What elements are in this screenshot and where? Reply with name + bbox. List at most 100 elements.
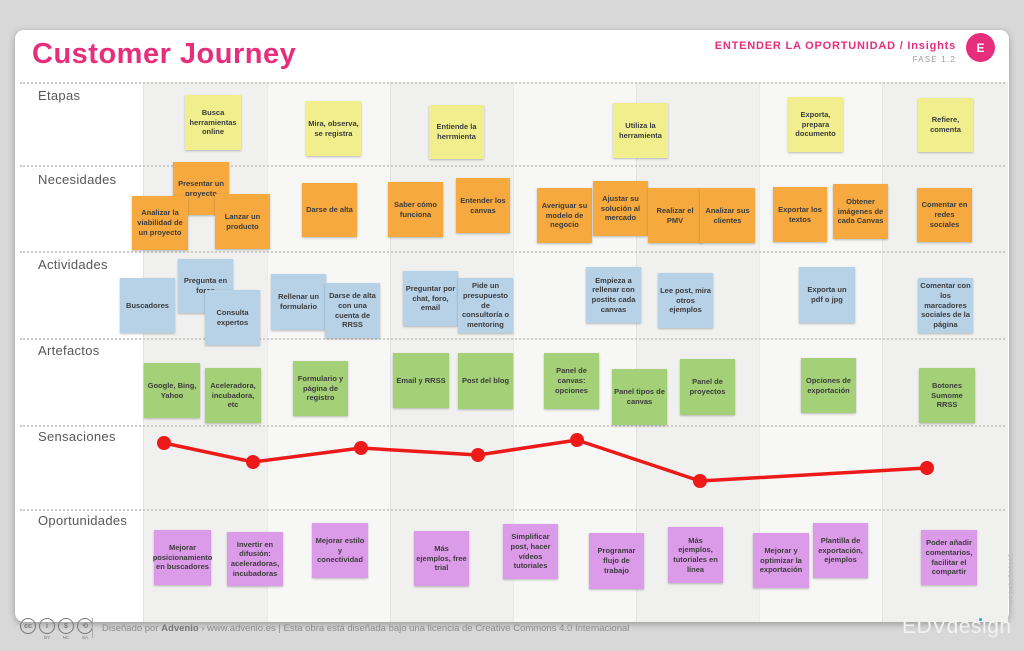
sticky-note[interactable]: Formulario y página de registro (293, 361, 348, 416)
sticky-note-text: Entiende la herrmienta (436, 122, 477, 141)
sticky-note[interactable]: Lee post, mira otros ejemplos (658, 273, 713, 328)
row-divider (20, 165, 1005, 167)
sticky-note-text: Realizar el PMV (656, 205, 694, 225)
sticky-note[interactable]: Entender los canvas (456, 178, 510, 233)
cc-sa-label: SA (81, 635, 88, 640)
edvdesign-logo-text: EDVdesign (902, 615, 1012, 638)
cc-nc-label: NC (62, 635, 70, 640)
sticky-note[interactable]: Email y RRSS (393, 353, 449, 408)
row-divider (20, 509, 1005, 511)
sticky-note-text: Poder añadir comentarios, facilitar el c… (925, 538, 973, 577)
sticky-note[interactable]: Rellenar un formulario (271, 274, 326, 330)
sticky-note[interactable]: Ajustar su solución al mercado (593, 181, 648, 236)
sticky-note-text: Busca herramientas online (189, 107, 237, 137)
sticky-note[interactable]: Averiguar su modelo de negocio (537, 188, 592, 243)
sticky-note-text: Comentar en redes sociales (921, 200, 968, 229)
sticky-note[interactable]: Post del blog (458, 353, 513, 409)
sticky-note[interactable]: Mejorar y optimizar la exportación (753, 533, 809, 588)
sticky-note-text: Panel de canvas: opciones (555, 366, 588, 395)
phase-text: ENTENDER LA OPORTUNIDAD / (714, 40, 904, 52)
sticky-note-text: Panel de proyectos (689, 377, 726, 396)
sticky-note[interactable]: Obtener imágenes de cada Canvas (833, 184, 888, 239)
sticky-note[interactable]: Exporta, prepara documento (788, 97, 843, 152)
logo-blue-dot-icon (979, 618, 982, 621)
sticky-note-text: Más ejemplos, tutoriales en línea (673, 535, 718, 574)
sticky-note[interactable]: Darse de alta (302, 183, 357, 237)
footer: cc i BY $ NC ⟲ SA Diseñado por Advenio ›… (0, 612, 1024, 651)
sticky-note[interactable]: Programar flujo de trabajo (589, 533, 644, 589)
sticky-note-text: Darse de alta con una cuenta de RRSS (329, 291, 376, 330)
sticky-note[interactable]: Exporta un pdf o jpg (799, 267, 855, 323)
sticky-note[interactable]: Botones Sumome RRSS (919, 368, 975, 423)
cc-icon: cc (20, 618, 36, 640)
sticky-note[interactable]: Más ejemplos, tutoriales en línea (668, 527, 723, 583)
credit-rest: › www.advenio.es | Esta obra está diseña… (198, 623, 630, 634)
sticky-note-text: Obtener imágenes de cada Canvas (837, 196, 884, 226)
sticky-note-text: Plantilla de exportación, ejemplos (818, 535, 863, 565)
sticky-note[interactable]: Más ejemplos, free trial (414, 531, 469, 586)
sticky-note-text: Analizar sus clientes (705, 205, 750, 225)
sticky-note-text: Refiere, comenta (930, 115, 961, 134)
sticky-note[interactable]: Lanzar un producto (215, 194, 270, 249)
sticky-note[interactable]: Mejorar posicionamiento en buscadores (152, 530, 213, 585)
sticky-note-text: Comentar con los marcadores sociales de … (920, 281, 971, 330)
sticky-note-text: Presentar un proyecto (178, 178, 224, 198)
sticky-note-text: Averiguar su modelo de negocio (541, 200, 588, 230)
sticky-note[interactable]: Analizar la viabilidad de un proyecto (132, 196, 188, 250)
sticky-note-text: Más ejemplos, free trial (416, 543, 467, 573)
sticky-note[interactable]: Consulta expertos (205, 290, 260, 345)
sticky-note[interactable]: Utiliza la herramienta (613, 103, 668, 158)
sticky-note[interactable]: Plantilla de exportación, ejemplos (813, 523, 868, 578)
sticky-note-text: Programar flujo de trabajo (597, 546, 636, 575)
sticky-note[interactable]: Analizar sus clientes (700, 188, 755, 243)
sticky-note-text: Mejorar posicionamiento en buscadores (152, 542, 213, 572)
sticky-note[interactable]: Realizar el PMV (648, 188, 702, 243)
sticky-note[interactable]: Saber cómo funciona (388, 182, 443, 237)
sticky-note[interactable]: Panel tipos de canvas (612, 369, 667, 425)
sticky-note[interactable]: Pide un presupuesto de consultoría o men… (458, 278, 513, 333)
sticky-note[interactable]: Simplificar post, hacer vídeos tutoriale… (503, 524, 558, 579)
sticky-note[interactable]: Refiere, comenta (918, 98, 973, 152)
footer-divider (92, 618, 93, 638)
sticky-note[interactable]: Exportar los textos (773, 187, 827, 242)
sticky-note[interactable]: Busca herramientas online (185, 95, 241, 150)
sticky-note-text: Exportar los textos (778, 204, 822, 224)
page-title: Customer Journey (32, 38, 297, 70)
sticky-note-text: Entender los canvas (460, 195, 506, 215)
sticky-note[interactable]: Buscadores (120, 278, 175, 333)
sticky-note[interactable]: Aceleradora, incubadora, etc (205, 368, 261, 423)
sticky-note[interactable]: Panel de canvas: opciones (544, 353, 599, 409)
sticky-note[interactable]: Opciones de exportación (801, 358, 856, 413)
sticky-note[interactable]: Entiende la herrmienta (429, 105, 484, 159)
row-label-sensaciones: Sensaciones (38, 429, 116, 444)
credit-prefix: Diseñado por (102, 623, 162, 634)
sticky-note-text: Darse de alta (306, 205, 353, 215)
row-label-oportunidades: Oportunidades (38, 513, 128, 528)
sticky-note-text: Mejorar estilo y conectividad (315, 535, 365, 565)
sticky-note[interactable]: Google, Bing, Yahoo (144, 363, 200, 418)
sticky-note[interactable]: Poder añadir comentarios, facilitar el c… (921, 530, 977, 585)
row-divider (20, 338, 1005, 340)
sticky-note-text: Rellenar un formulario (278, 292, 319, 311)
row-divider (20, 425, 1005, 427)
cc-sa-icon: ⟲ SA (77, 618, 93, 640)
sticky-note[interactable]: Darse de alta con una cuenta de RRSS (325, 283, 380, 338)
row-label-actividades: Actividades (38, 257, 108, 272)
sticky-note-text: Consulta expertos (216, 307, 249, 327)
sticky-note[interactable]: Comentar en redes sociales (917, 188, 972, 242)
cc-nc-icon: $ NC (58, 618, 74, 640)
reference-number: ref 1431506195 (1008, 553, 1015, 606)
sticky-note[interactable]: Mira, observa, se registra (306, 101, 361, 156)
sticky-note[interactable]: Comentar con los marcadores sociales de … (918, 278, 973, 333)
sticky-note[interactable]: Mejorar estilo y conectividad (312, 523, 368, 578)
sticky-note[interactable]: Invertir en difusión: aceleradoras, incu… (227, 532, 283, 586)
cc-sa-glyph-icon: ⟲ (77, 618, 93, 634)
sticky-note[interactable]: Preguntar por chat, foro, email (403, 271, 458, 326)
sticky-note-text: Saber cómo funciona (394, 199, 437, 219)
sticky-note-text: Analizar la viabilidad de un proyecto (137, 208, 183, 237)
sticky-note[interactable]: Empieza a rellenar con postits cada canv… (586, 267, 641, 323)
sticky-note-text: Utiliza la herramienta (619, 120, 662, 140)
credit-text: Diseñado por Advenio › www.advenio.es | … (102, 623, 629, 634)
sticky-note-text: Empieza a rellenar con postits cada canv… (591, 275, 636, 314)
sticky-note[interactable]: Panel de proyectos (680, 359, 735, 415)
